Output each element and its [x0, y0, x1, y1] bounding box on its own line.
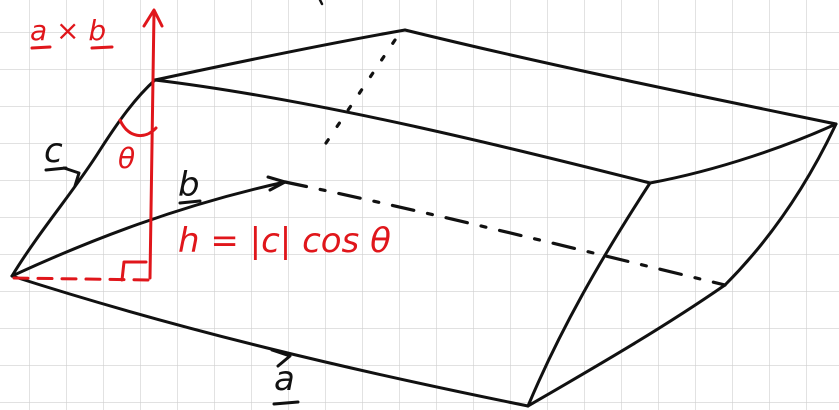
- hidden-edge-back-base: [283, 180, 727, 287]
- normal-vector-arrow-head: [142, 8, 164, 28]
- stray-mark: [318, 0, 324, 6]
- edge-b-base: [10, 180, 287, 278]
- label-height-formula: h = |c| cos θ: [178, 221, 391, 261]
- edge-a-bottom: [10, 274, 530, 408]
- edge-right-vertical: [723, 122, 838, 287]
- hidden-edge-back-vertical: [318, 38, 397, 154]
- arrow-head-a: [270, 348, 292, 368]
- underline-cross-a: [30, 45, 52, 50]
- underline-a: [272, 400, 300, 406]
- underline-c: [44, 166, 68, 172]
- base-dashed-line: [12, 276, 152, 282]
- angle-arc: [118, 118, 158, 137]
- underline-b: [178, 199, 202, 205]
- edge-front-vertical: [526, 181, 652, 408]
- label-theta: θ: [118, 142, 135, 175]
- edge-right-bottom: [526, 283, 727, 408]
- label-b: b: [178, 165, 200, 205]
- edge-c-left: [10, 78, 157, 278]
- edge-top-front: [153, 78, 652, 185]
- edge-top-back: [153, 28, 407, 82]
- label-c: c: [44, 131, 63, 171]
- edge-right-top: [648, 122, 838, 185]
- underline-cross-b: [90, 45, 114, 50]
- arrow-head-c: [62, 166, 81, 188]
- label-a: a: [274, 359, 295, 399]
- edge-top-right: [403, 28, 838, 126]
- right-angle-marker: [120, 260, 148, 282]
- normal-vector-line: [148, 10, 156, 280]
- label-cross-product: a × b: [30, 14, 106, 47]
- arrow-head-b: [266, 175, 287, 192]
